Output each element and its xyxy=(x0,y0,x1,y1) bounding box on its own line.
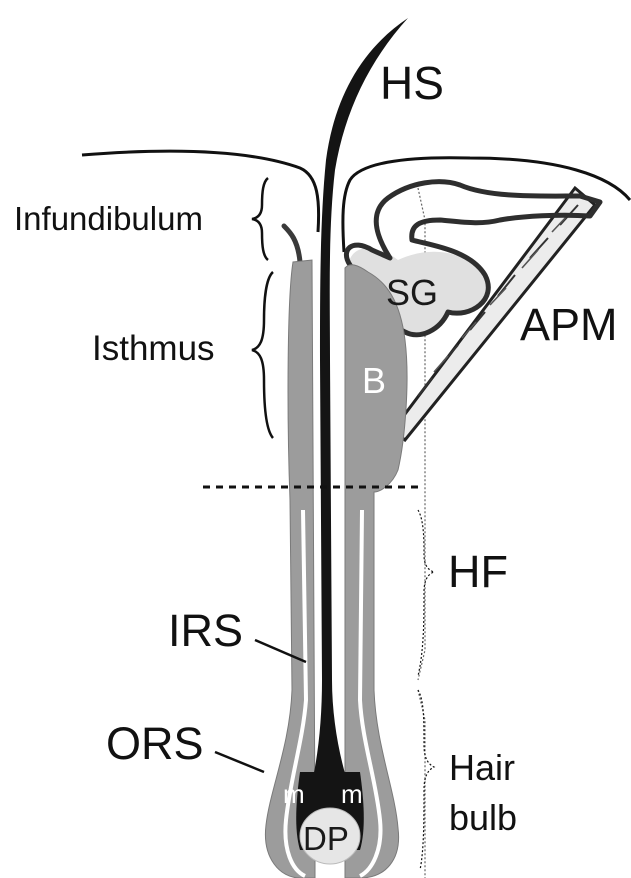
label-m-left: m xyxy=(283,779,305,809)
infundibulum-brace xyxy=(252,178,268,260)
infundibulum-duct xyxy=(284,226,300,262)
label-hs: HS xyxy=(380,57,444,109)
hf-brace xyxy=(418,510,434,676)
label-sg: SG xyxy=(386,272,438,313)
label-hair-bulb-line1: Hair xyxy=(449,747,515,788)
label-apm: APM xyxy=(520,299,618,350)
label-ors: ORS xyxy=(106,718,204,769)
hair-bulb-brace xyxy=(418,690,434,870)
isthmus-brace xyxy=(252,272,273,438)
label-b: B xyxy=(362,360,386,401)
label-hf: HF xyxy=(448,546,508,597)
label-hair-bulb-line2: bulb xyxy=(449,797,517,838)
label-isthmus: Isthmus xyxy=(92,329,215,368)
ors-pointer xyxy=(215,752,264,772)
label-infundibulum: Infundibulum xyxy=(14,200,203,237)
label-dp: DP xyxy=(303,820,349,857)
label-irs: IRS xyxy=(168,605,243,656)
label-m-right: m xyxy=(341,779,363,809)
